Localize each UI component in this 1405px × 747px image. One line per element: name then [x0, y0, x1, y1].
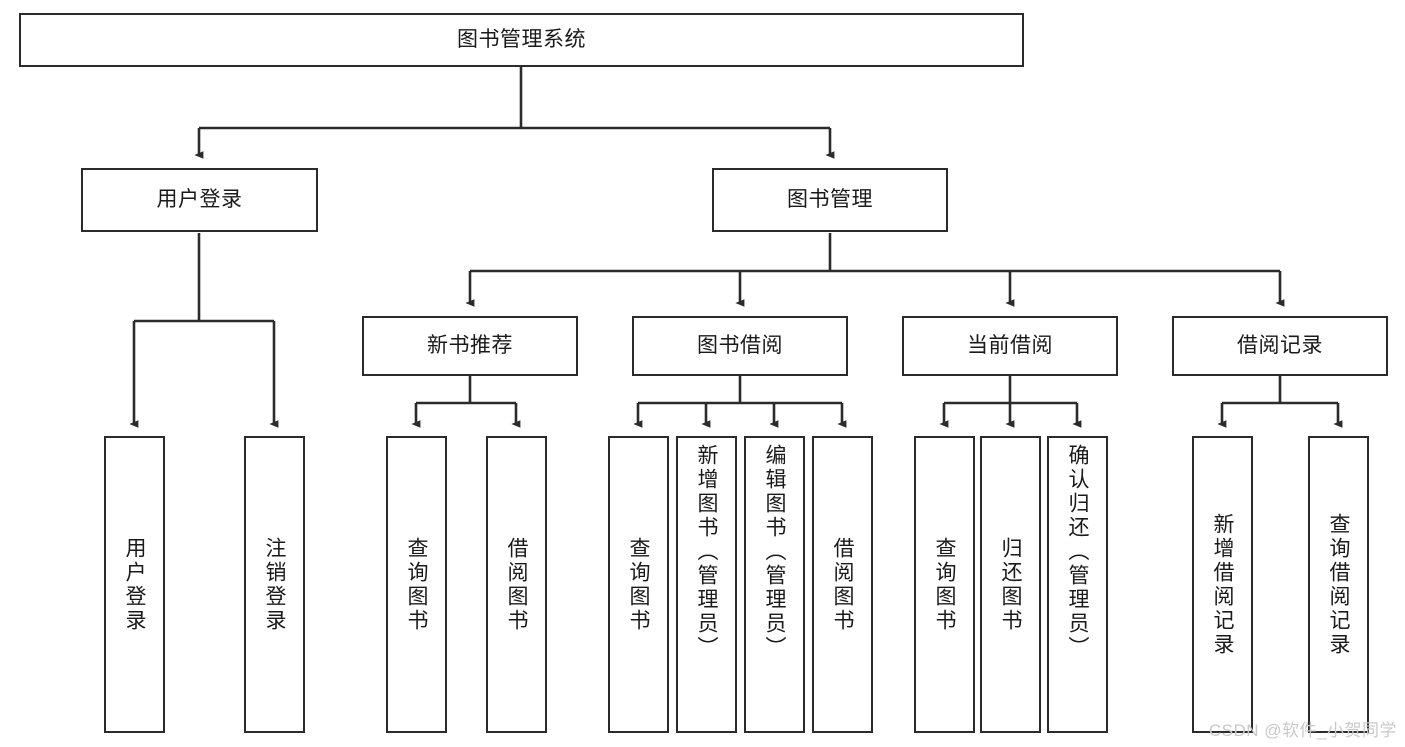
node-label: 图书借阅: [697, 334, 783, 358]
node-borrowing-record[interactable]: 借阅记录: [1172, 316, 1388, 376]
node-book-borrowing[interactable]: 图书借阅: [632, 316, 848, 376]
leaf-new-book-query-books[interactable]: 查询图书: [386, 436, 447, 733]
node-label: 查询图书: [405, 536, 428, 633]
node-label: 新增借阅记录: [1211, 512, 1234, 657]
node-label: 注销登录: [263, 536, 286, 633]
node-label: 新书推荐: [427, 334, 513, 358]
node-user-login[interactable]: 用户登录: [81, 168, 318, 232]
leaf-book-borrow-borrow-books[interactable]: 借阅图书: [812, 436, 873, 733]
leaf-book-borrow-add-book-admin[interactable]: 新增图书（管理员）: [676, 436, 737, 733]
leaf-book-borrow-query-books[interactable]: 查询图书: [608, 436, 669, 733]
node-label: 用户登录: [156, 188, 243, 212]
node-book-management[interactable]: 图书管理: [712, 168, 948, 232]
node-label: 用户登录: [123, 536, 146, 633]
node-current-borrowing[interactable]: 当前借阅: [902, 316, 1118, 376]
node-label: 借阅图书: [505, 536, 528, 633]
node-label: 归还图书: [999, 536, 1022, 633]
leaf-user-login-logout[interactable]: 注销登录: [244, 436, 305, 733]
node-label: 查询图书: [933, 536, 956, 633]
node-label: 查询借阅记录: [1327, 512, 1350, 657]
node-root-book-management-system[interactable]: 图书管理系统: [19, 13, 1024, 67]
node-label: 借阅图书: [831, 536, 854, 633]
node-label: 查询图书: [627, 536, 650, 633]
csdn-watermark: CSDN @软件_小贺同学: [1208, 721, 1397, 740]
node-label: 当前借阅: [967, 334, 1053, 358]
node-new-book-recommendation[interactable]: 新书推荐: [362, 316, 578, 376]
node-label: 编辑图书（管理员）: [763, 444, 786, 660]
leaf-current-borrow-query-books[interactable]: 查询图书: [914, 436, 975, 733]
node-label: 图书管理: [787, 188, 873, 212]
leaf-borrow-record-add-record[interactable]: 新增借阅记录: [1192, 436, 1253, 733]
node-label: 借阅记录: [1237, 334, 1323, 358]
leaf-book-borrow-edit-book-admin[interactable]: 编辑图书（管理员）: [744, 436, 805, 733]
leaf-user-login-login[interactable]: 用户登录: [104, 436, 165, 733]
leaf-new-book-borrow-books[interactable]: 借阅图书: [486, 436, 547, 733]
node-label: 确认归还（管理员）: [1066, 444, 1089, 660]
leaf-current-borrow-confirm-return-admin[interactable]: 确认归还（管理员）: [1047, 436, 1108, 733]
leaf-borrow-record-query-record[interactable]: 查询借阅记录: [1308, 436, 1369, 733]
node-label: 图书管理系统: [457, 28, 586, 52]
node-label: 新增图书（管理员）: [695, 444, 718, 660]
leaf-current-borrow-return-books[interactable]: 归还图书: [980, 436, 1041, 733]
